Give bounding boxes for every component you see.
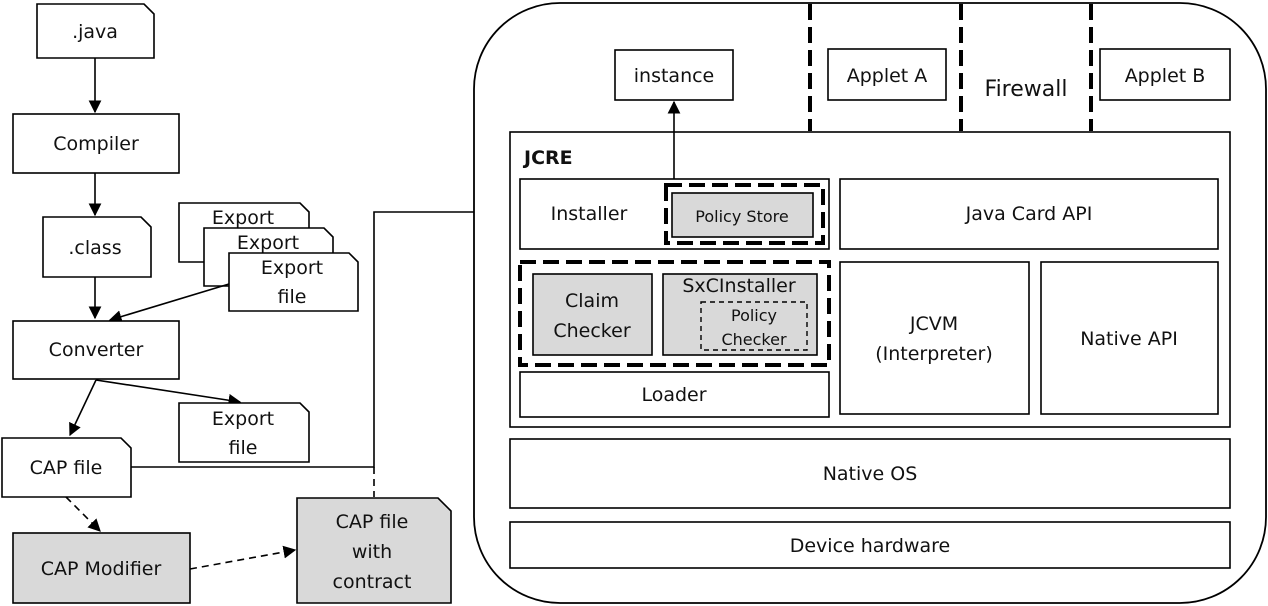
- installer-node: Installer Policy Store: [519, 178, 830, 250]
- device-hardware-label: Device hardware: [790, 535, 951, 557]
- jcvm-label-1: JCVM: [909, 313, 958, 335]
- claim-checker-node: Claim Checker: [532, 273, 653, 356]
- cap-modifier-node: CAP Modifier: [12, 532, 191, 604]
- jcvm-label-2: (Interpreter): [875, 343, 993, 365]
- cap-contract-label-3: contract: [333, 571, 412, 593]
- arrow-export-to-converter: [108, 283, 230, 323]
- export-stack-label-2: Export: [237, 232, 299, 254]
- arrow-modifier-to-contract: [189, 545, 297, 570]
- compiler-node: Compiler: [12, 113, 180, 174]
- sxc-dashed-group: [518, 260, 831, 367]
- native-os-label: Native OS: [823, 463, 918, 485]
- native-api-node: Native API: [1040, 261, 1219, 415]
- java-file-node: .java: [36, 3, 155, 59]
- policy-store-label: Policy Store: [695, 207, 788, 226]
- applet-a-node: Applet A: [827, 48, 947, 101]
- firewall-label: Firewall: [985, 77, 1068, 102]
- class-file-node: .class: [42, 216, 152, 278]
- jcvm-node: JCVM (Interpreter): [839, 261, 1030, 415]
- native-os-node: Native OS: [509, 438, 1231, 509]
- policy-checker-box: [700, 301, 808, 351]
- export-file-stack: Export Export Export file: [178, 202, 359, 312]
- sxc-installer-label: SxCInstaller: [682, 275, 795, 297]
- export-stack-label-1: Export: [212, 207, 274, 229]
- arrow-converter-to-cap: [69, 379, 97, 437]
- claim-checker-label-2: Checker: [553, 320, 630, 342]
- instance-label: instance: [634, 65, 715, 87]
- java-card-api-node: Java Card API: [839, 178, 1219, 250]
- cap-file-label: CAP file: [30, 457, 103, 479]
- policy-store-dashed-frame: [664, 183, 825, 245]
- export-out-label-1: Export: [212, 408, 274, 430]
- converter-label: Converter: [49, 339, 144, 361]
- loader-label: Loader: [641, 384, 706, 406]
- arrow-cap-to-modifier: [65, 496, 101, 532]
- applet-a-label: Applet A: [847, 65, 928, 87]
- sxc-installer-node: SxCInstaller Policy Checker: [662, 273, 818, 356]
- cap-modifier-label: CAP Modifier: [41, 558, 162, 580]
- applet-b-label: Applet B: [1125, 65, 1206, 87]
- arrow-cap-to-installer: [131, 205, 522, 468]
- cap-file-node: CAP file: [1, 437, 132, 498]
- installer-label: Installer: [551, 203, 628, 225]
- cap-contract-label-1: CAP file: [336, 511, 409, 533]
- applet-b-node: Applet B: [1099, 48, 1231, 101]
- device-hardware-node: Device hardware: [509, 521, 1231, 569]
- class-file-label: .class: [68, 237, 121, 259]
- loader-node: Loader: [519, 371, 830, 418]
- cap-file-with-contract-node: CAP file with contract: [296, 497, 452, 604]
- native-api-label: Native API: [1080, 328, 1178, 350]
- export-stack-label-4: file: [278, 286, 307, 308]
- policy-checker-label-2: Checker: [721, 330, 786, 349]
- arrow-converter-to-export: [95, 379, 242, 407]
- cap-contract-label-2: with: [352, 541, 392, 563]
- export-file-output-node: Export file: [178, 402, 310, 463]
- jcre-label: JCRE: [522, 147, 573, 169]
- java-file-label: .java: [72, 21, 118, 43]
- instance-node: instance: [614, 49, 734, 101]
- claim-checker-label-1: Claim: [565, 290, 619, 312]
- export-out-label-2: file: [229, 437, 258, 459]
- converter-node: Converter: [12, 320, 180, 380]
- policy-checker-label-1: Policy: [731, 306, 777, 325]
- export-stack-label-3: Export: [261, 257, 323, 279]
- compiler-label: Compiler: [53, 133, 139, 155]
- policy-store-box: [671, 192, 814, 238]
- java-card-api-label: Java Card API: [965, 203, 1093, 225]
